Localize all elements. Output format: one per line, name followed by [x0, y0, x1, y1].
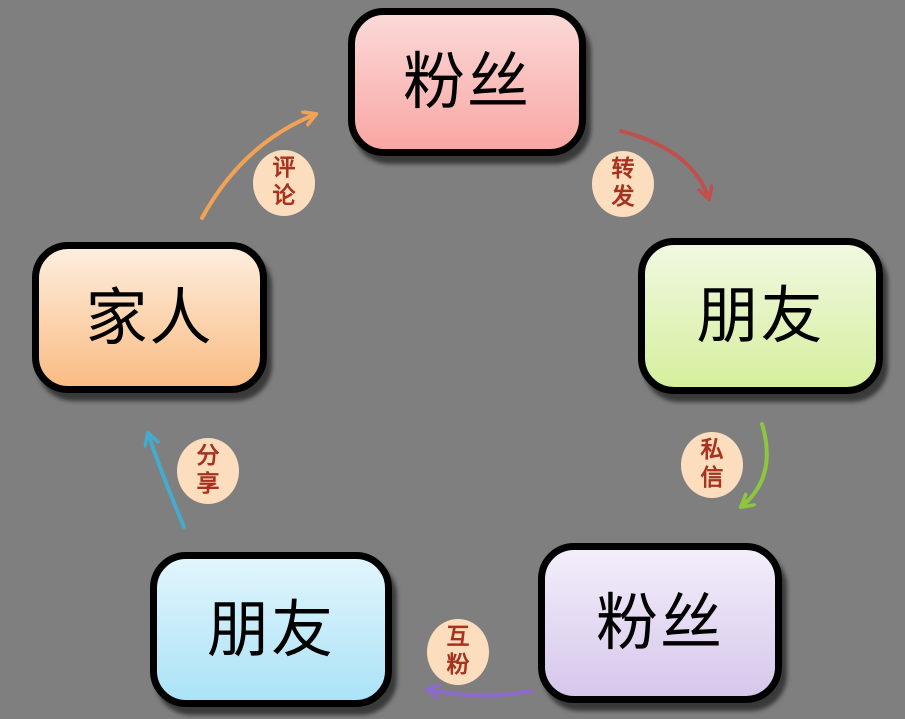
- node-friends-right: 朋友: [638, 238, 883, 394]
- edge-badge-comment-label: 评论: [272, 155, 296, 209]
- edge-badge-direct-message: 私信: [681, 432, 743, 498]
- node-fans-bottom-right: 粉丝: [538, 543, 782, 703]
- edge-badge-comment: 评论: [253, 150, 315, 216]
- edge-badge-mutual-follow-label: 互粉: [446, 624, 470, 678]
- mutual-follow-arrow: [427, 689, 533, 696]
- edge-badge-repost: 转发: [592, 151, 654, 217]
- node-fans-top: 粉丝: [348, 8, 586, 156]
- node-friends-bottom-left-label: 朋友: [206, 592, 335, 666]
- node-family-left: 家人: [32, 242, 267, 393]
- node-family-left-label: 家人: [85, 280, 214, 354]
- direct-message-arrow: [741, 422, 769, 507]
- edge-badge-share-label: 分享: [196, 443, 220, 497]
- node-friends-right-label: 朋友: [696, 279, 825, 352]
- node-fans-bottom-right-label: 粉丝: [595, 586, 724, 659]
- node-fans-top-label: 粉丝: [402, 45, 531, 118]
- edge-badge-share: 分享: [177, 438, 239, 504]
- edge-badge-mutual-follow: 互粉: [427, 619, 489, 685]
- edge-badge-repost-label: 转发: [611, 156, 635, 210]
- edge-badge-direct-message-label: 私信: [700, 437, 724, 491]
- node-friends-bottom-left: 朋友: [150, 552, 392, 707]
